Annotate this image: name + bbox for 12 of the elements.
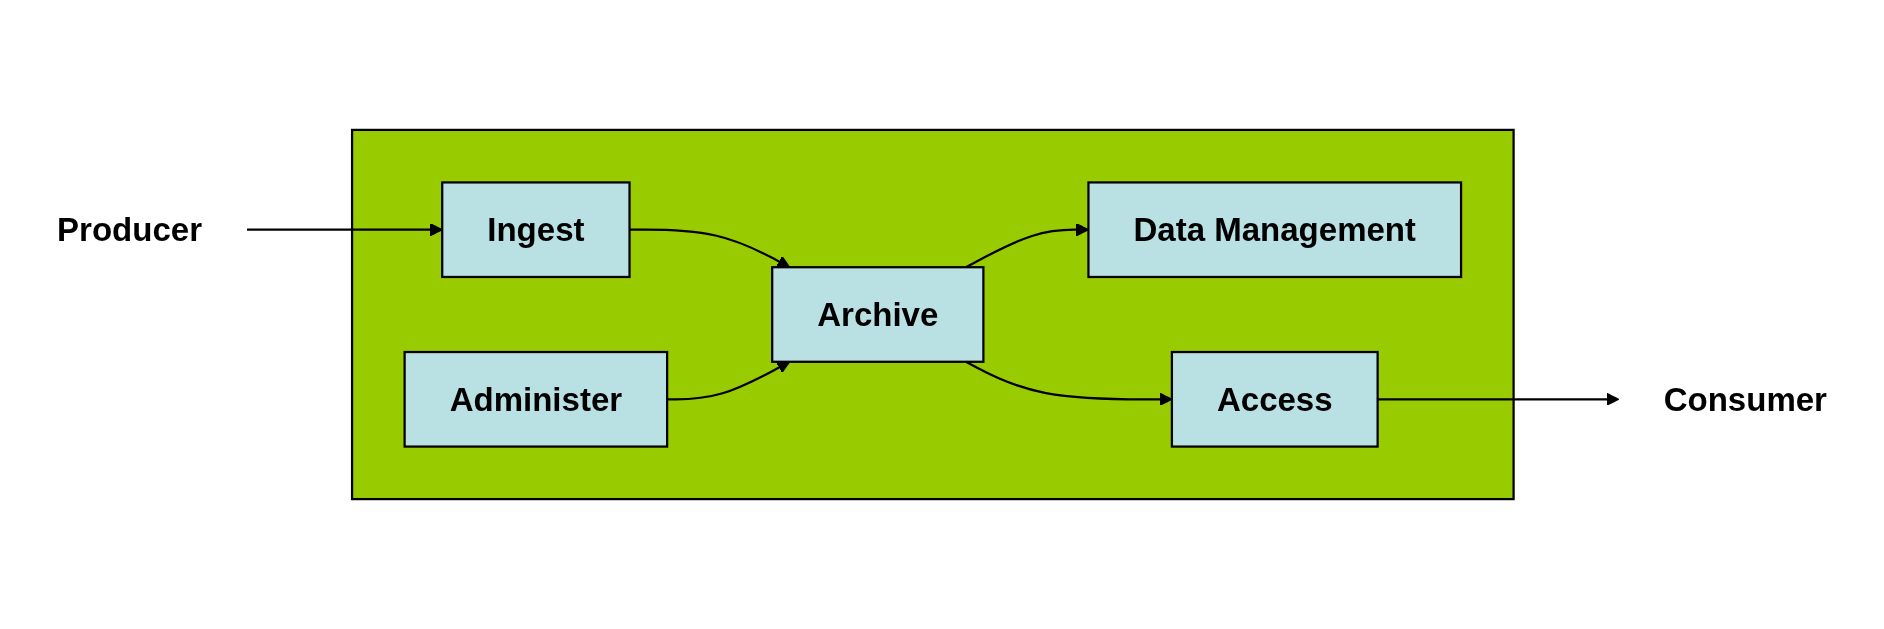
- arrow: [247, 223, 443, 237]
- arrow: [667, 361, 791, 401]
- node-box: Data Management: [1087, 181, 1463, 279]
- cluster: [350, 128, 1515, 501]
- node-text: Producer: [57, 210, 202, 249]
- arrow: [629, 228, 791, 268]
- node-text: Consumer: [1663, 380, 1827, 419]
- node-box: Ingest: [441, 181, 631, 279]
- node-box: Archive: [771, 266, 985, 363]
- node-box: Access: [1170, 350, 1379, 448]
- arrow: [1377, 392, 1620, 406]
- node-box: Administer: [403, 350, 669, 448]
